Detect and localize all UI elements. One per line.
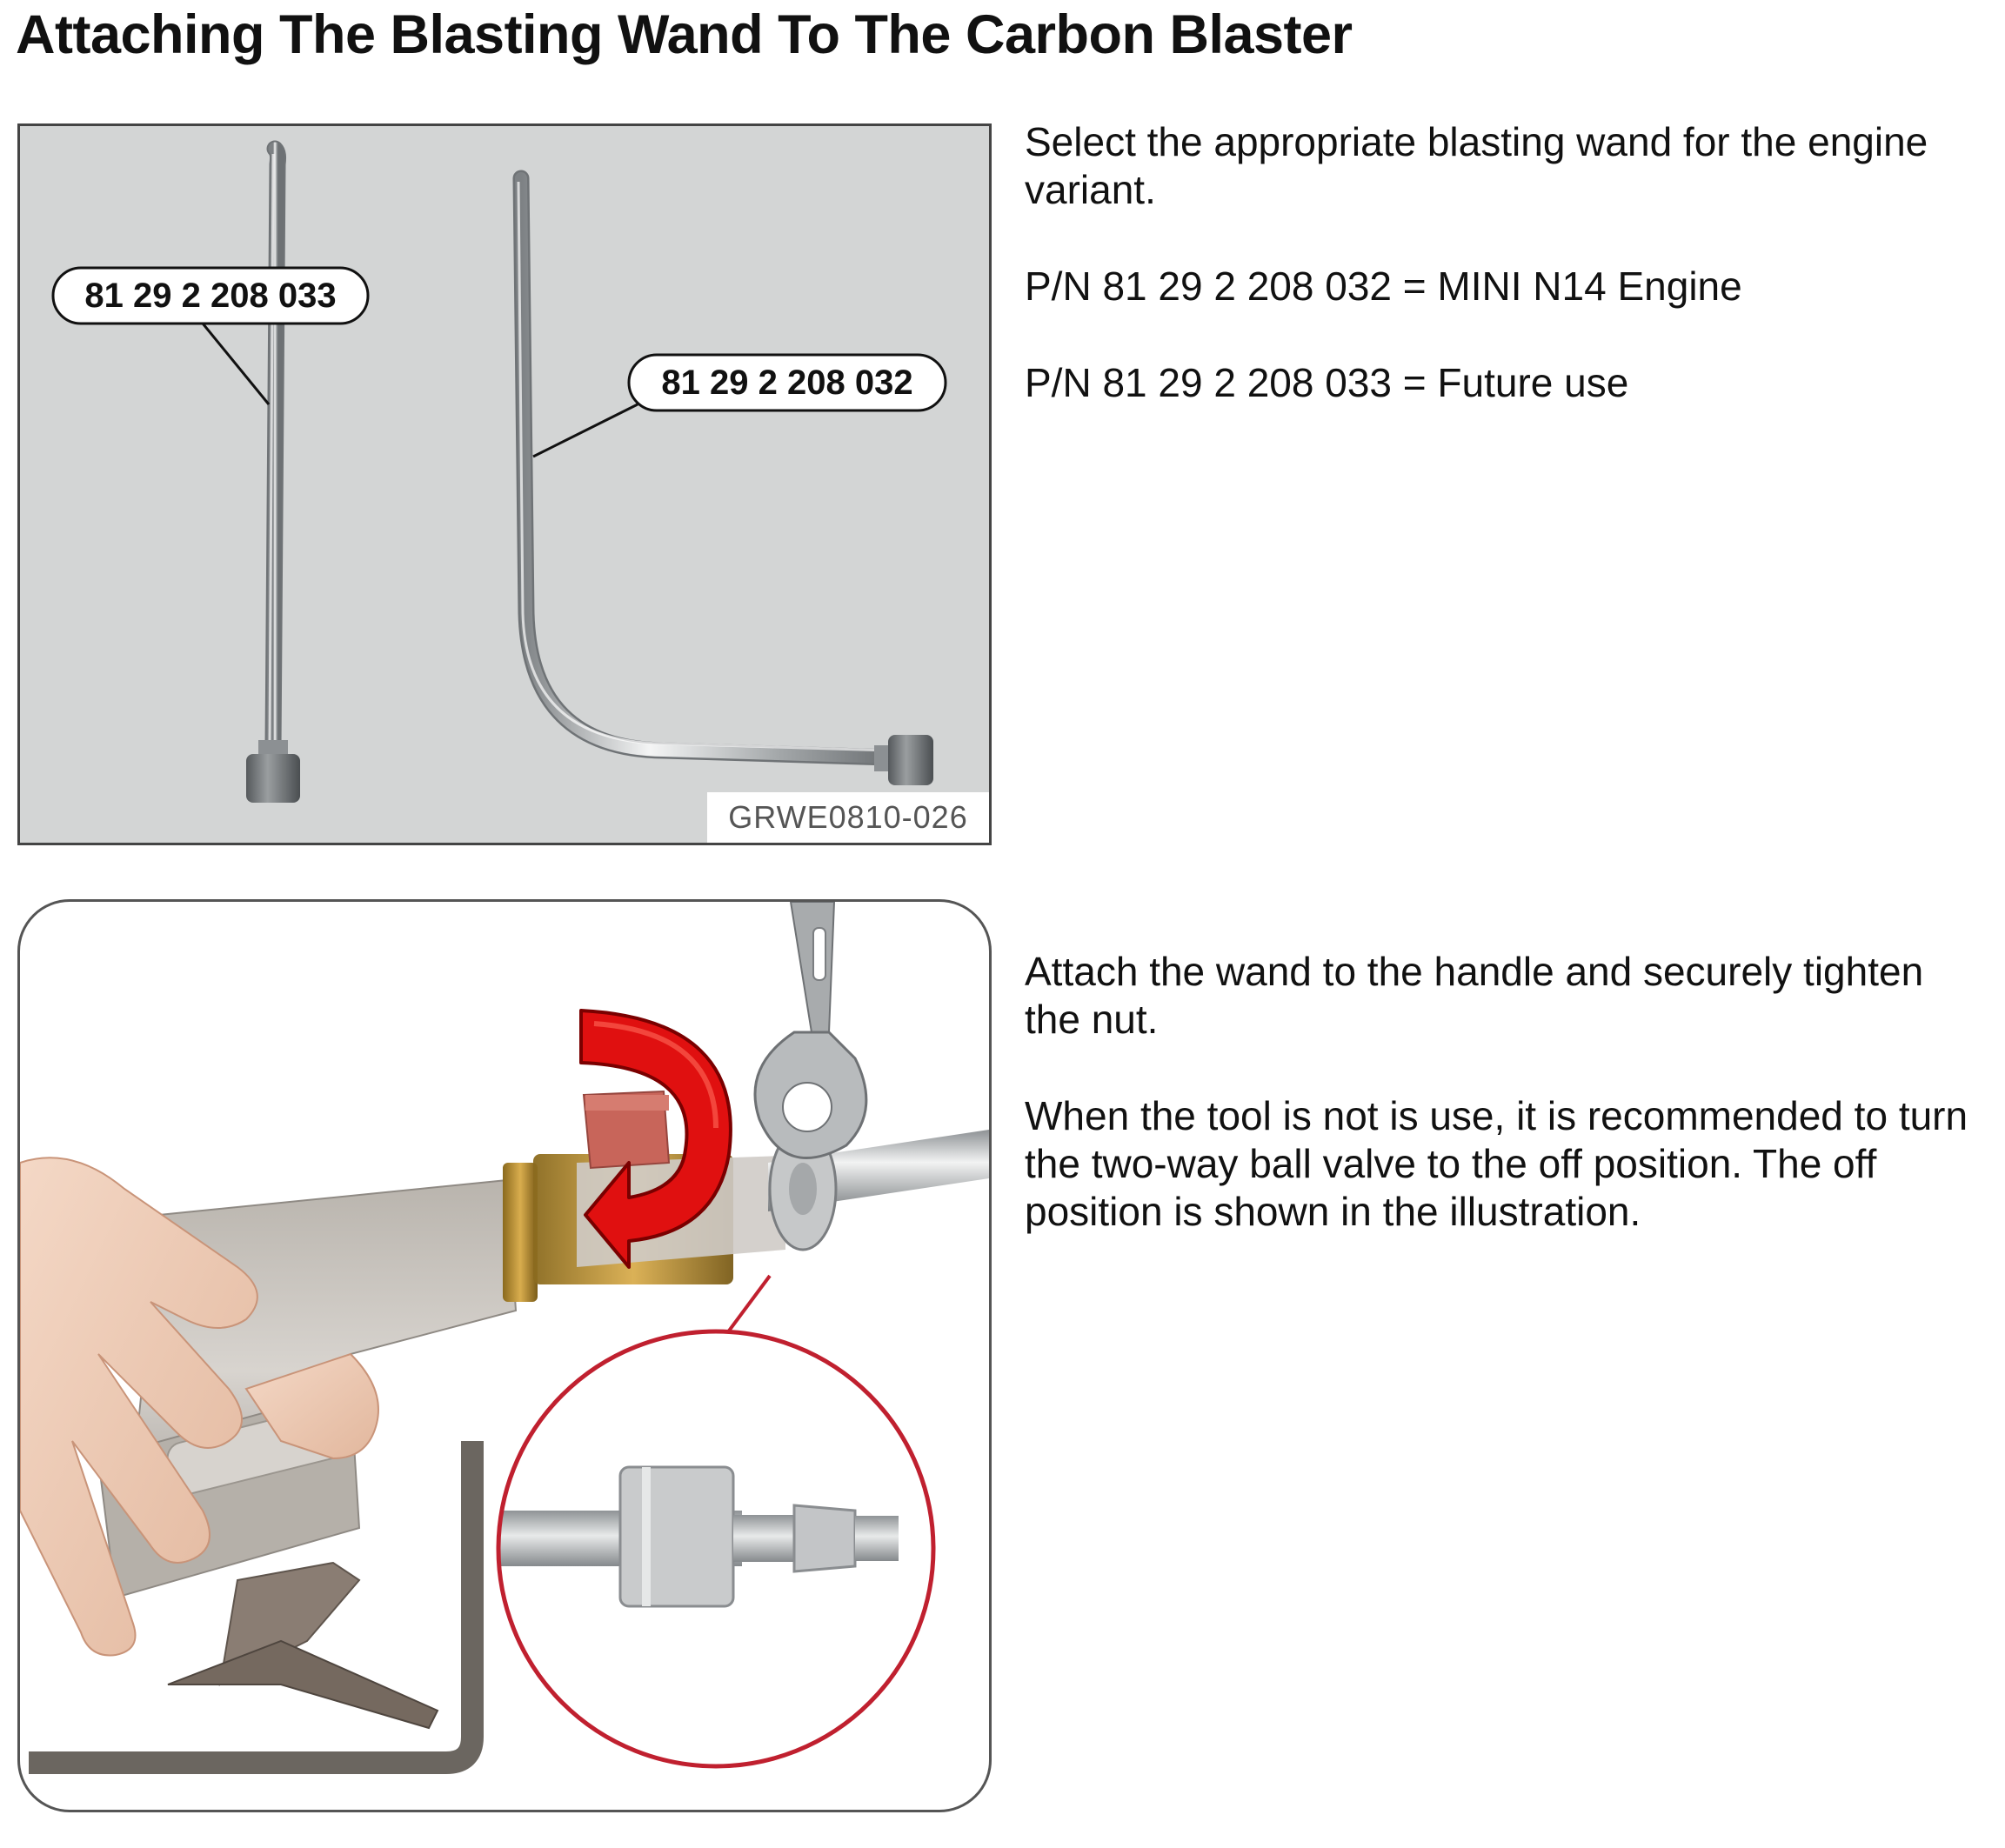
wand-nut [246,754,300,803]
attach-wand-text: Attach the wand to the handle and secure… [1025,948,1982,1236]
zoom-circle [496,1329,936,1769]
wand-selection-intro: Select the appropriate blasting wand for… [1025,119,1928,212]
zoom-leader [723,1274,772,1338]
page-title: Attaching The Blasting Wand To The Carbo… [16,4,1353,65]
attach-wand-step: Attach the wand to the handle and secure… [1025,949,1924,1042]
figure-code: GRWE0810-026 [707,792,989,843]
curved-arrow-icon [579,1009,732,1269]
callout-leader-right [532,403,638,458]
wand-pipe [768,1126,989,1251]
operator-hand [20,1157,379,1657]
wand-selection-text: Select the appropriate blasting wand for… [1025,118,1982,407]
part-number-future: P/N 81 29 2 208 033 = Future use [1025,360,1629,405]
wrench-tool [753,902,868,1159]
straight-wand [246,140,300,803]
callout-left-label: 81 29 2 208 033 [84,277,336,315]
callout-right-label: 81 29 2 208 032 [661,364,912,402]
wand-figure: 81 29 2 208 033 81 29 2 208 032 GRWE0810… [17,123,992,845]
callout-right: 81 29 2 208 032 [627,353,947,412]
bent-wand [512,170,933,785]
wand-nut [888,735,933,785]
detail-nut [618,1465,735,1608]
stand-bracket [29,1441,484,1774]
handle-illustration [20,902,989,1774]
wand-illustration: 81 29 2 208 033 81 29 2 208 032 [51,140,947,803]
callout-leader-left [197,318,271,405]
ball-valve-note: When the tool is not is use, it is recom… [1025,1093,1968,1234]
handle-figure [17,899,992,1812]
callout-left: 81 29 2 208 033 [51,266,370,325]
part-number-n14: P/N 81 29 2 208 032 = MINI N14 Engine [1025,264,1742,309]
